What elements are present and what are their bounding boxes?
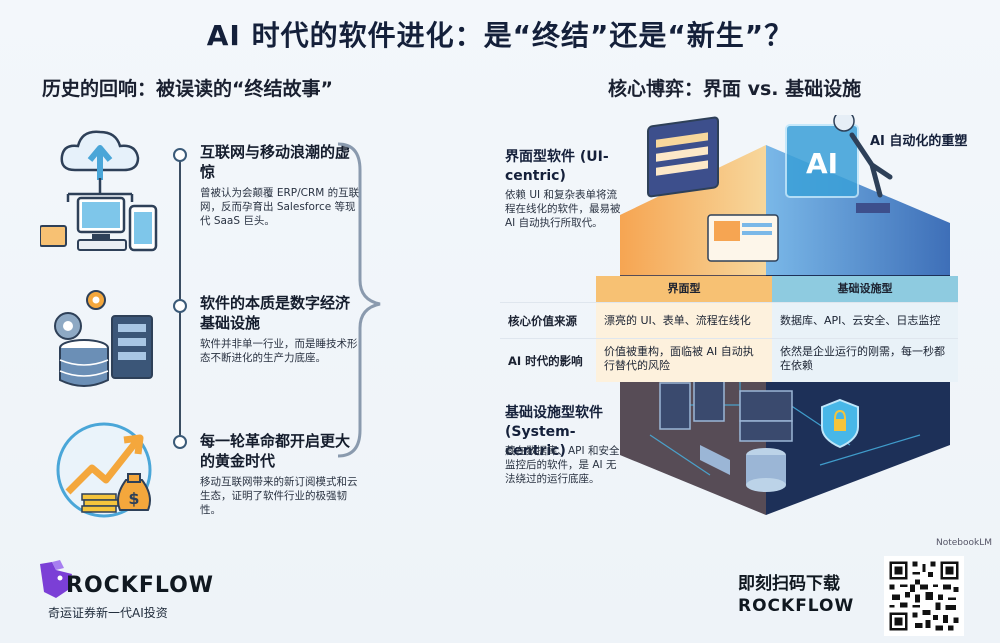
cube-ai-text: AI [806, 147, 838, 180]
timeline-dot-1 [173, 148, 187, 162]
qr-code-icon[interactable] [884, 556, 964, 636]
ui-centric-body: 依赖 UI 和复杂表单将流程在线化的软件，最易被 AI 自动执行所取代。 [505, 189, 621, 229]
right-section-heading: 核心博弈：界面 vs. 基础设施 [608, 78, 862, 100]
comparison-table: 界面型 基础设施型 核心价值来源 漂亮的 UI、表单、流程在线化 数据库、API… [500, 276, 958, 382]
growth-money-icon: $ [56, 422, 152, 518]
footer-slogan: 奇运证券新一代AI投资 [48, 606, 168, 620]
row-label: 核心价值来源 [508, 313, 577, 328]
timeline-dot-2 [173, 299, 187, 313]
ai-automation-label: AI 自动化的重塑 [870, 134, 968, 149]
timeline-item-3: 每一轮革命都开启更大的黄金时代 移动互联网带来的新订阅模式和云生态，证明了软件行… [200, 431, 360, 517]
server-database-icon [54, 290, 153, 387]
rockflow-logo-icon [40, 560, 72, 598]
col-header-system: 基础设施型 [772, 276, 958, 302]
curly-brace-icon [337, 142, 381, 458]
table-row: AI 时代的影响 价值被重构，面临被 AI 自动执行替代的风险 依然是企业运行的… [500, 338, 958, 382]
svg-text:$: $ [128, 489, 139, 508]
table-cell: 价值被重构，面临被 AI 自动执行替代的风险 [596, 339, 772, 382]
system-centric-title: 基础设施型软件 (System-centric) [505, 405, 603, 459]
internet-devices-icon [40, 130, 158, 252]
table-header-row: 界面型 基础设施型 [500, 276, 958, 302]
watermark: NotebookLM [935, 538, 992, 548]
row-label: AI 时代的影响 [508, 353, 583, 368]
page-title: AI 时代的软件进化：是“终结”还是“新生”？ [206, 19, 794, 52]
cta-brand-text: ROCKFLOW [738, 596, 855, 616]
col-header-ui: 界面型 [596, 276, 772, 302]
system-centric-body: 藏在数据库、API 和安全监控后的软件，是 AI 无法绕过的运行底座。 [505, 445, 620, 485]
timeline-item-1: 互联网与移动浪潮的虚惊 曾被认为会颠覆 ERP/CRM 的互联网，反而孕育出 S… [200, 142, 360, 228]
table-cell: 依然是企业运行的刚需，每一秒都在依赖 [772, 339, 958, 382]
ui-centric-title: 界面型软件 (UI-centric) [505, 149, 609, 184]
timeline-item-title: 每一轮革命都开启更大的黄金时代 [200, 432, 351, 470]
timeline-item-body: 软件并非单一行业，而是睡技术形态不断进化的生产力底座。 [200, 338, 358, 364]
table-cell: 漂亮的 UI、表单、流程在线化 [596, 303, 772, 338]
timeline-item-2: 软件的本质是数字经济基础设施 软件并非单一行业，而是睡技术形态不断进化的生产力底… [200, 293, 360, 365]
timeline-dot-3 [173, 435, 187, 449]
table-row: 核心价值来源 漂亮的 UI、表单、流程在线化 数据库、API、云安全、日志监控 [500, 302, 958, 338]
timeline-item-title: 软件的本质是数字经济基础设施 [200, 294, 351, 332]
timeline-item-body: 曾被认为会颠覆 ERP/CRM 的互联网，反而孕育出 Salesforce 等现… [200, 187, 360, 227]
timeline-item-title: 互联网与移动浪潮的虚惊 [200, 143, 351, 181]
left-section-heading: 历史的回响：被误读的“终结故事” [42, 78, 333, 100]
table-cell: 数据库、API、云安全、日志监控 [772, 303, 958, 338]
footer-logo-text: ROCKFLOW [66, 573, 215, 598]
timeline-item-body: 移动互联网带来的新订阅模式和云生态，证明了软件行业的极强韧性。 [200, 476, 358, 516]
cta-download-text: 即刻扫码下载 [738, 574, 840, 594]
